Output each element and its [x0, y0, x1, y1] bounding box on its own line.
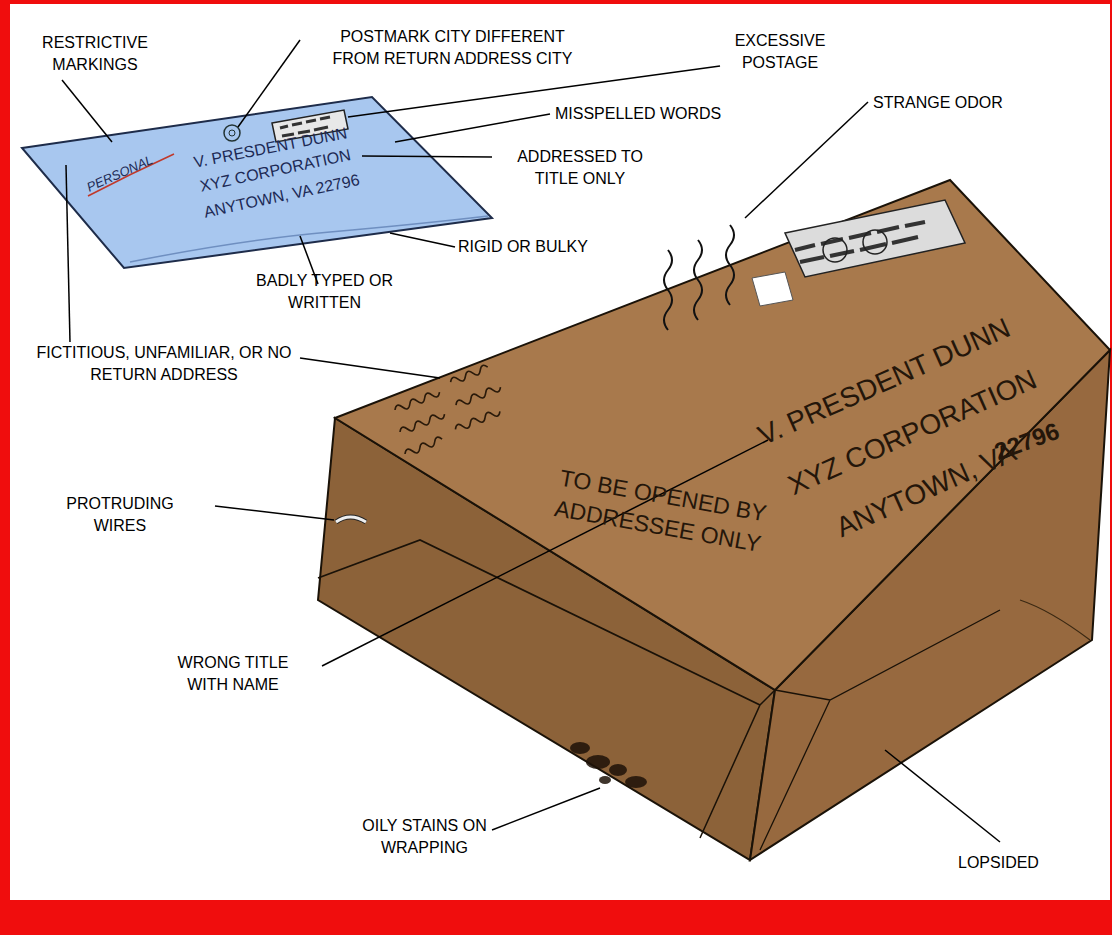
- callout-label: LOPSIDED: [958, 852, 1039, 874]
- callout-label: WRONG TITLE WITH NAME: [158, 652, 308, 695]
- package: [318, 180, 1110, 860]
- panel-background: [10, 4, 1110, 900]
- callout-label: FICTITIOUS, UNFAMILIAR, OR NO RETURN ADD…: [28, 342, 300, 385]
- callout-label: RESTRICTIVE MARKINGS: [20, 32, 170, 75]
- callout-label: BADLY TYPED OR WRITTEN: [252, 270, 397, 313]
- callout-label: PROTRUDING WIRES: [55, 493, 185, 536]
- callout-label: RIGID OR BULKY: [458, 236, 588, 258]
- callout-label: STRANGE ODOR: [873, 92, 1003, 114]
- callout-label: EXCESSIVE POSTAGE: [720, 30, 840, 73]
- envelope: [22, 97, 492, 268]
- callout-label: MISSPELLED WORDS: [555, 103, 721, 125]
- callout-label: POSTMARK CITY DIFFERENT FROM RETURN ADDR…: [315, 26, 590, 69]
- callout-label: OILY STAINS ON WRAPPING: [357, 815, 492, 858]
- callout-label: ADDRESSED TO TITLE ONLY: [495, 146, 665, 189]
